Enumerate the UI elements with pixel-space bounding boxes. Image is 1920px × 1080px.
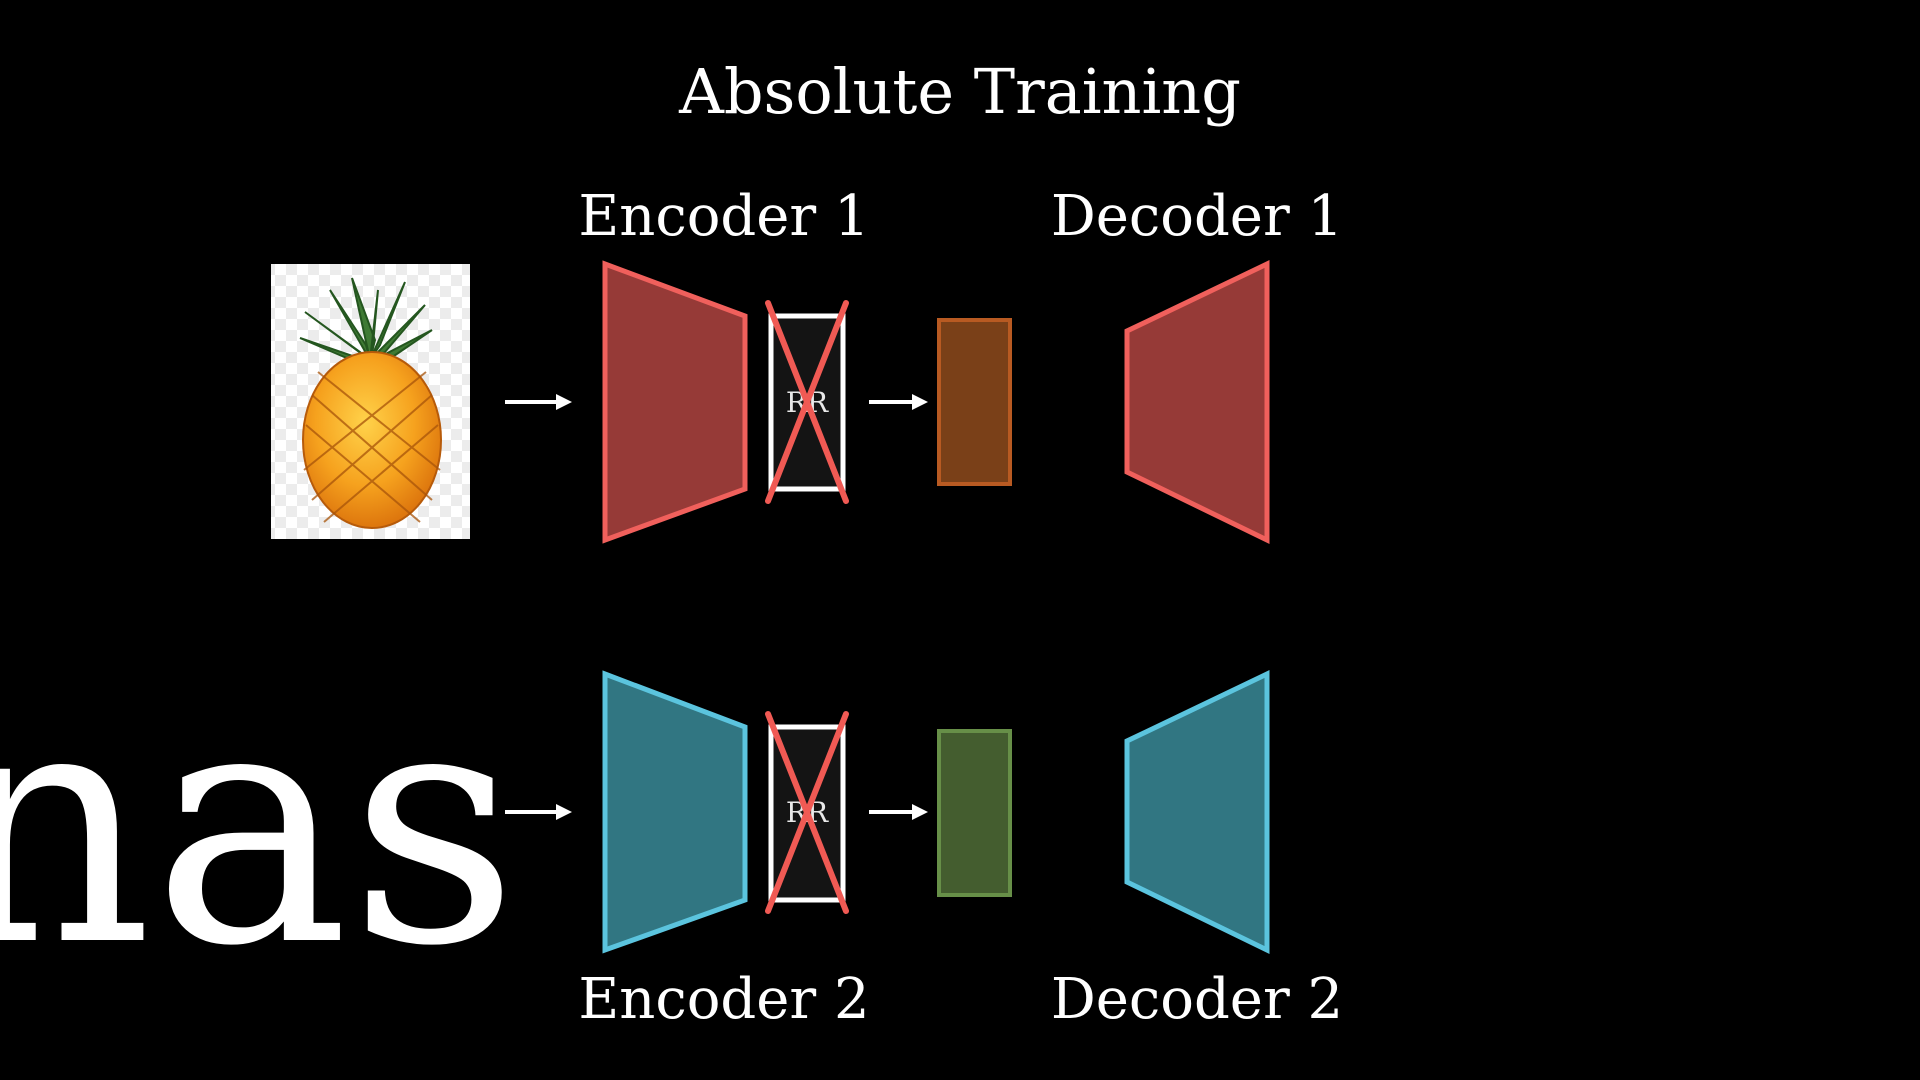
encoder-1-label: Encoder 1 xyxy=(578,184,869,249)
decoder-2-trapezoid xyxy=(1124,670,1270,954)
decoder-2-label: Decoder 2 xyxy=(1051,967,1343,1032)
decoder-1-trapezoid xyxy=(1124,260,1270,544)
diagram-title: Absolute Training xyxy=(678,55,1241,128)
right-arrow-icon xyxy=(869,394,928,410)
partial-word: nas xyxy=(0,634,519,1018)
rr-block-1: RR xyxy=(765,300,849,504)
right-arrow-icon xyxy=(505,804,572,820)
latent-vector-1 xyxy=(937,318,1012,486)
decoder-1-label: Decoder 1 xyxy=(1051,184,1343,249)
right-arrow-icon xyxy=(505,394,572,410)
pineapple-image xyxy=(271,264,470,539)
encoder-2-label: Encoder 2 xyxy=(578,967,869,1032)
latent-vector-2 xyxy=(937,729,1012,897)
right-arrow-icon xyxy=(869,804,928,820)
encoder-2-trapezoid xyxy=(602,670,748,954)
rr-block-2: RR xyxy=(765,711,849,914)
cross-icon xyxy=(765,711,849,914)
cross-icon xyxy=(765,300,849,504)
encoder-1-trapezoid xyxy=(602,260,748,544)
